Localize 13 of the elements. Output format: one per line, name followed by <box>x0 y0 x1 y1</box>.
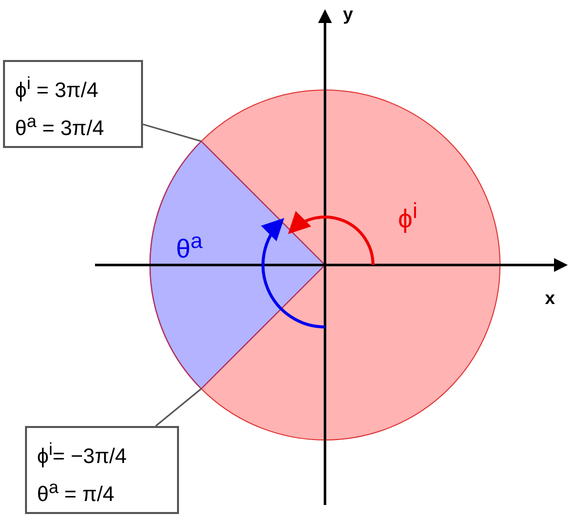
angle-label: θ$^{a}$ <box>176 228 203 265</box>
angle-value: θ$^{a}$ = π/4 <box>37 476 116 508</box>
angle-sector <box>150 140 326 390</box>
leader-line <box>155 388 202 427</box>
axis-label: x <box>545 288 556 309</box>
axis-label: y <box>343 4 354 25</box>
angle-value: ϕ$^{i}$ = 3π/4 <box>15 72 100 104</box>
callout-box <box>3 60 143 148</box>
angle-value: θ$^{a}$ = 3π/4 <box>15 110 106 142</box>
leader-line <box>142 124 202 142</box>
callout-box <box>25 426 179 514</box>
angle-label: ϕ$^{i}$ <box>398 198 418 235</box>
angle-value: ϕ$^{i}$= −3π/4 <box>37 438 128 470</box>
